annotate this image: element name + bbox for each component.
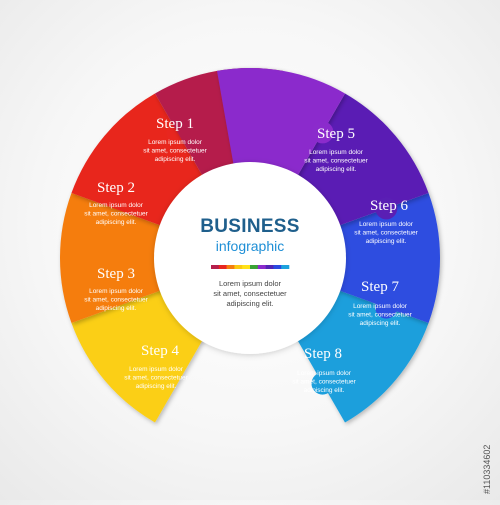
palette-swatch — [242, 265, 251, 269]
palette-swatch — [226, 265, 235, 269]
center-circle — [154, 162, 346, 354]
palette-swatch — [218, 265, 227, 269]
step-7-description-line: sit amet, consectetuer — [348, 312, 412, 319]
puzzle-tab-8 — [311, 372, 334, 395]
center-title: BUSINESS — [200, 216, 300, 237]
step-segment-4 — [71, 289, 204, 423]
step-3-title: Step 3 — [97, 266, 135, 282]
palette-swatch — [273, 265, 282, 269]
step-1-description-line: sit amet, consectetuer — [143, 148, 207, 155]
step-5-description-line: Lorem ipsum dolor — [309, 149, 364, 156]
palette-swatch — [234, 265, 243, 269]
palette-swatch — [211, 265, 220, 269]
color-palette-bar — [211, 265, 290, 269]
palette-swatch — [257, 265, 266, 269]
step-8-description-line: adipiscing elit. — [304, 387, 345, 394]
step-segment-3 — [59, 193, 164, 323]
step-4-description-line: adipiscing elit. — [136, 383, 177, 390]
step-6-description-line: Lorem ipsum dolor — [359, 221, 414, 228]
palette-swatch — [281, 265, 290, 269]
step-3-description-line: sit amet, consectetuer — [84, 297, 148, 304]
step-1-title: Step 1 — [156, 116, 194, 132]
puzzle-tab-6 — [375, 197, 398, 220]
step-6-description-line: adipiscing elit. — [366, 238, 407, 245]
step-8-description-line: sit amet, consectetuer — [292, 379, 356, 386]
step-6-title: Step 6 — [370, 198, 408, 214]
step-1-description-line: Lorem ipsum dolor — [148, 139, 203, 146]
step-4-description-line: Lorem ipsum dolor — [129, 366, 184, 373]
step-3-description-line: adipiscing elit. — [96, 305, 137, 312]
step-4-description-line: sit amet, consectetuer — [124, 375, 188, 382]
center-description-line: Lorem ipsum dolor — [218, 279, 282, 288]
step-2-description-line: Lorem ipsum dolor — [89, 202, 144, 209]
step-2-description-line: sit amet, consectetuer — [84, 211, 148, 218]
puzzle-tab-5 — [311, 121, 334, 144]
palette-swatch — [265, 265, 274, 269]
step-2-title: Step 2 — [97, 180, 135, 196]
step-7-description-line: adipiscing elit. — [360, 320, 401, 327]
center-description: Lorem ipsum dolor sit amet, consectetuer… — [196, 279, 304, 309]
step-1-description-line: adipiscing elit. — [155, 156, 196, 163]
step-segment-5 — [217, 67, 345, 179]
step-6-description-line: sit amet, consectetuer — [354, 230, 418, 237]
step-5-title: Step 5 — [317, 126, 355, 142]
step-segment-7 — [336, 193, 441, 323]
step-2-description-line: adipiscing elit. — [96, 219, 137, 226]
step-5-description-line: sit amet, consectetuer — [304, 158, 368, 165]
step-5-description-line: adipiscing elit. — [316, 166, 357, 173]
center-subtitle: infographic — [215, 238, 285, 254]
step-3-description-line: Lorem ipsum dolor — [89, 288, 144, 295]
step-8-description-line: Lorem ipsum dolor — [297, 370, 352, 377]
stock-watermark-id: #110334602 — [482, 444, 492, 494]
step-4-title: Step 4 — [141, 343, 179, 359]
step-7-description-line: Lorem ipsum dolor — [353, 303, 408, 310]
center-description-line: sit amet, consectetuer — [213, 289, 287, 298]
center-description-line: adipiscing elit. — [226, 299, 274, 308]
step-7-title: Step 7 — [361, 279, 399, 295]
puzzle-tab-7 — [375, 296, 398, 319]
step-8-title: Step 8 — [304, 346, 342, 362]
palette-swatch — [250, 265, 259, 269]
